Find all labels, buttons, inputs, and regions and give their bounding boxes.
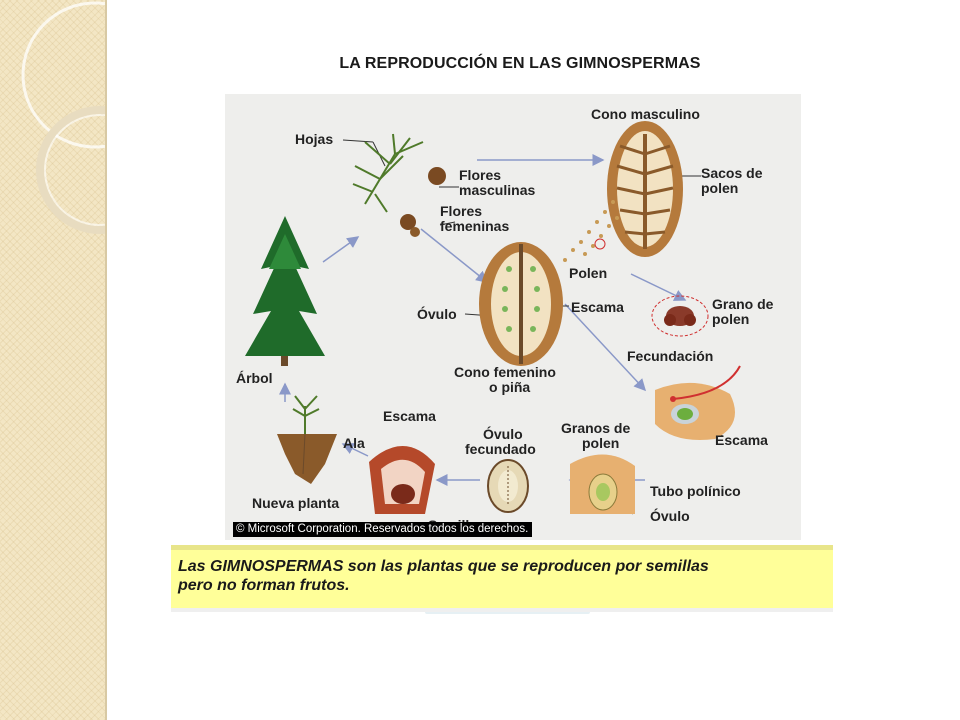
pollen-grain-drawing xyxy=(651,295,709,337)
fertilization-drawing xyxy=(655,365,741,440)
label-hojas: Hojas xyxy=(295,131,334,147)
copyright-notice: © Microsoft Corporation. Reservados todo… xyxy=(233,522,533,537)
label-sacos-polen-1: Sacos de xyxy=(701,165,763,181)
label-grano-polen-2: polen xyxy=(712,311,750,327)
caption-top-bar xyxy=(171,545,833,550)
label-flores-masculinas-2: masculinas xyxy=(459,182,536,198)
label-granos-polen-1: Granos de xyxy=(561,420,631,436)
label-ovulo-bottom: Óvulo xyxy=(650,508,690,524)
label-arbol: Árbol xyxy=(236,370,273,386)
reproduction-diagram: Hojas Flores masculinas Flores femeninas… xyxy=(225,94,801,540)
label-nueva-planta: Nueva planta xyxy=(252,495,340,511)
branch-drawing xyxy=(352,133,424,213)
label-escama-cono: Escama xyxy=(571,299,624,315)
diagram-illustration xyxy=(245,121,741,515)
label-flores-femeninas-2: femeninas xyxy=(440,218,510,234)
label-flores-femeninas-1: Flores xyxy=(440,203,483,219)
male-cone-drawing xyxy=(607,121,683,257)
new-plant-drawing xyxy=(277,395,337,484)
page-title: LA REPRODUCCIÓN EN LAS GIMNOSPERMAS xyxy=(339,55,701,72)
pollen-grains-ovule-drawing xyxy=(570,454,635,514)
decorative-sidebar xyxy=(0,0,107,720)
label-escama-semilla: Escama xyxy=(383,408,436,424)
label-escama-fecundacion: Escama xyxy=(715,432,768,448)
label-granos-polen-2: polen xyxy=(582,435,620,451)
label-polen: Polen xyxy=(569,265,608,281)
circles-ornament xyxy=(21,1,105,234)
label-flores-masculinas-1: Flores xyxy=(459,167,502,183)
label-tubo-polinico: Tubo polínico xyxy=(650,483,741,499)
label-ala: Ala xyxy=(343,435,365,451)
seed-scale-drawing xyxy=(369,445,435,514)
label-ovulo-fecundado-1: Óvulo xyxy=(483,426,523,442)
female-cone-drawing xyxy=(479,242,563,366)
cycle-arrows xyxy=(279,154,687,486)
label-grano-polen-1: Grano de xyxy=(712,296,774,312)
label-cono-femenino-2: o piña xyxy=(489,379,531,395)
caption-text: Las GIMNOSPERMAS son las plantas que se … xyxy=(178,557,709,595)
pollen-dots xyxy=(563,200,619,262)
label-cono-masculino: Cono masculino xyxy=(591,106,700,122)
label-fecundacion: Fecundación xyxy=(627,348,714,364)
caption-shadow xyxy=(171,608,833,612)
label-sacos-polen-2: polen xyxy=(701,180,739,196)
fertilized-ovule-drawing xyxy=(487,459,529,513)
caption-line-1: Las GIMNOSPERMAS son las plantas que se … xyxy=(178,558,709,575)
caption-line-2: pero no forman frutos. xyxy=(178,577,350,594)
caption-box: Las GIMNOSPERMAS son las plantas que se … xyxy=(171,545,833,608)
label-ovulo: Óvulo xyxy=(417,306,457,322)
label-cono-femenino-1: Cono femenino xyxy=(454,364,556,380)
tree-drawing xyxy=(245,216,325,366)
label-ovulo-fecundado-2: fecundado xyxy=(465,441,536,457)
